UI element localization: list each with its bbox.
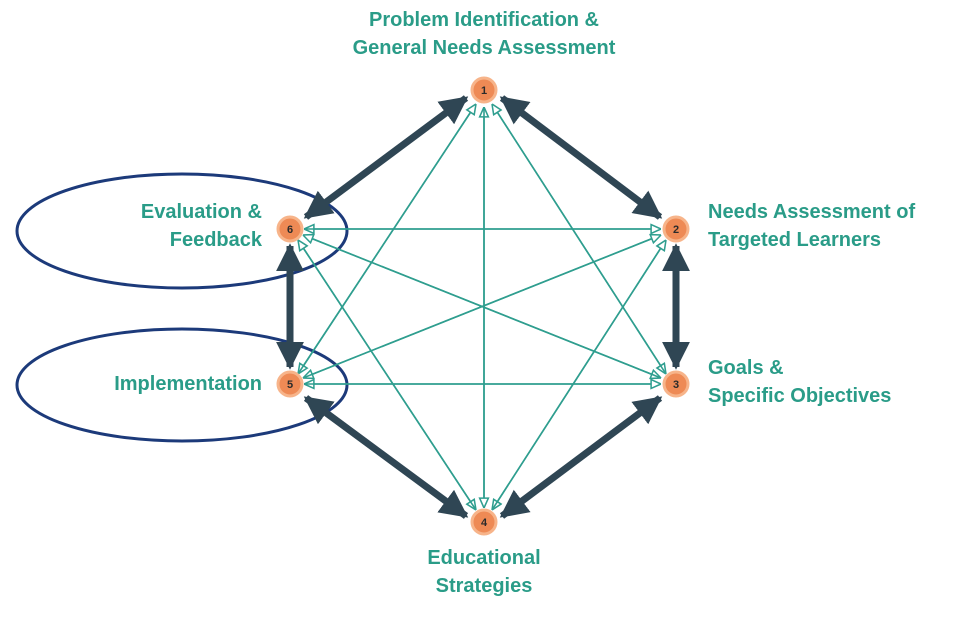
node-6-number: 6 — [287, 224, 293, 236]
thick-arrow-3-4 — [499, 395, 663, 519]
node-2: 2 — [662, 215, 690, 243]
label-step-4-line2: Strategies — [435, 575, 533, 597]
thick-arrow-6-1 — [303, 95, 469, 220]
thin-arrows — [298, 104, 666, 510]
node-5: 5 — [276, 370, 304, 398]
node-4-number: 4 — [481, 517, 488, 529]
thin-arrow-5-to-1 — [297, 104, 476, 375]
nodes: 1 2 3 4 5 6 — [276, 76, 690, 536]
thin-arrow-3-to-1 — [492, 104, 667, 375]
label-step-2: Needs Assessment of Targeted Learners — [708, 198, 958, 254]
thin-arrow-4-to-2 — [491, 240, 666, 511]
node-4: 4 — [470, 508, 498, 536]
label-step-2-line2: Targeted Learners — [708, 229, 882, 251]
node-2-number: 2 — [673, 224, 679, 236]
thin-arrow-4-to-6 — [298, 240, 477, 511]
label-step-6: Evaluation & Feedback — [40, 198, 262, 254]
label-step-1-line1: Problem Identification & — [368, 9, 600, 31]
label-step-4: Educational Strategies — [374, 544, 594, 600]
node-1-number: 1 — [481, 85, 487, 97]
label-step-5-line1: Implementation — [114, 373, 262, 395]
thick-arrow-1-2 — [499, 95, 663, 220]
node-1: 1 — [470, 76, 498, 104]
label-step-6-line1: Evaluation & — [140, 201, 262, 223]
label-step-1-line2: General Needs Assessment — [352, 37, 616, 59]
thin-arrow-5-to-2 — [302, 235, 661, 379]
node-5-number: 5 — [287, 379, 293, 391]
label-step-1: Problem Identification & General Needs A… — [304, 6, 664, 62]
node-3-number: 3 — [673, 379, 679, 391]
label-step-4-line1: Educational — [427, 547, 541, 569]
label-step-3-line1: Goals & — [708, 357, 784, 379]
label-step-6-line2: Feedback — [169, 229, 262, 251]
highlight-ellipse-implementation — [15, 327, 349, 443]
label-step-3: Goals & Specific Objectives — [708, 354, 958, 410]
node-3: 3 — [662, 370, 690, 398]
thick-arrows — [276, 95, 690, 519]
label-step-2-line1: Needs Assessment of — [708, 201, 916, 223]
node-6: 6 — [276, 215, 304, 243]
label-step-5: Implementation — [40, 370, 262, 398]
label-step-3-line2: Specific Objectives — [708, 385, 892, 407]
highlight-ellipse-evaluation — [15, 172, 349, 290]
thick-arrow-4-5 — [303, 395, 469, 519]
